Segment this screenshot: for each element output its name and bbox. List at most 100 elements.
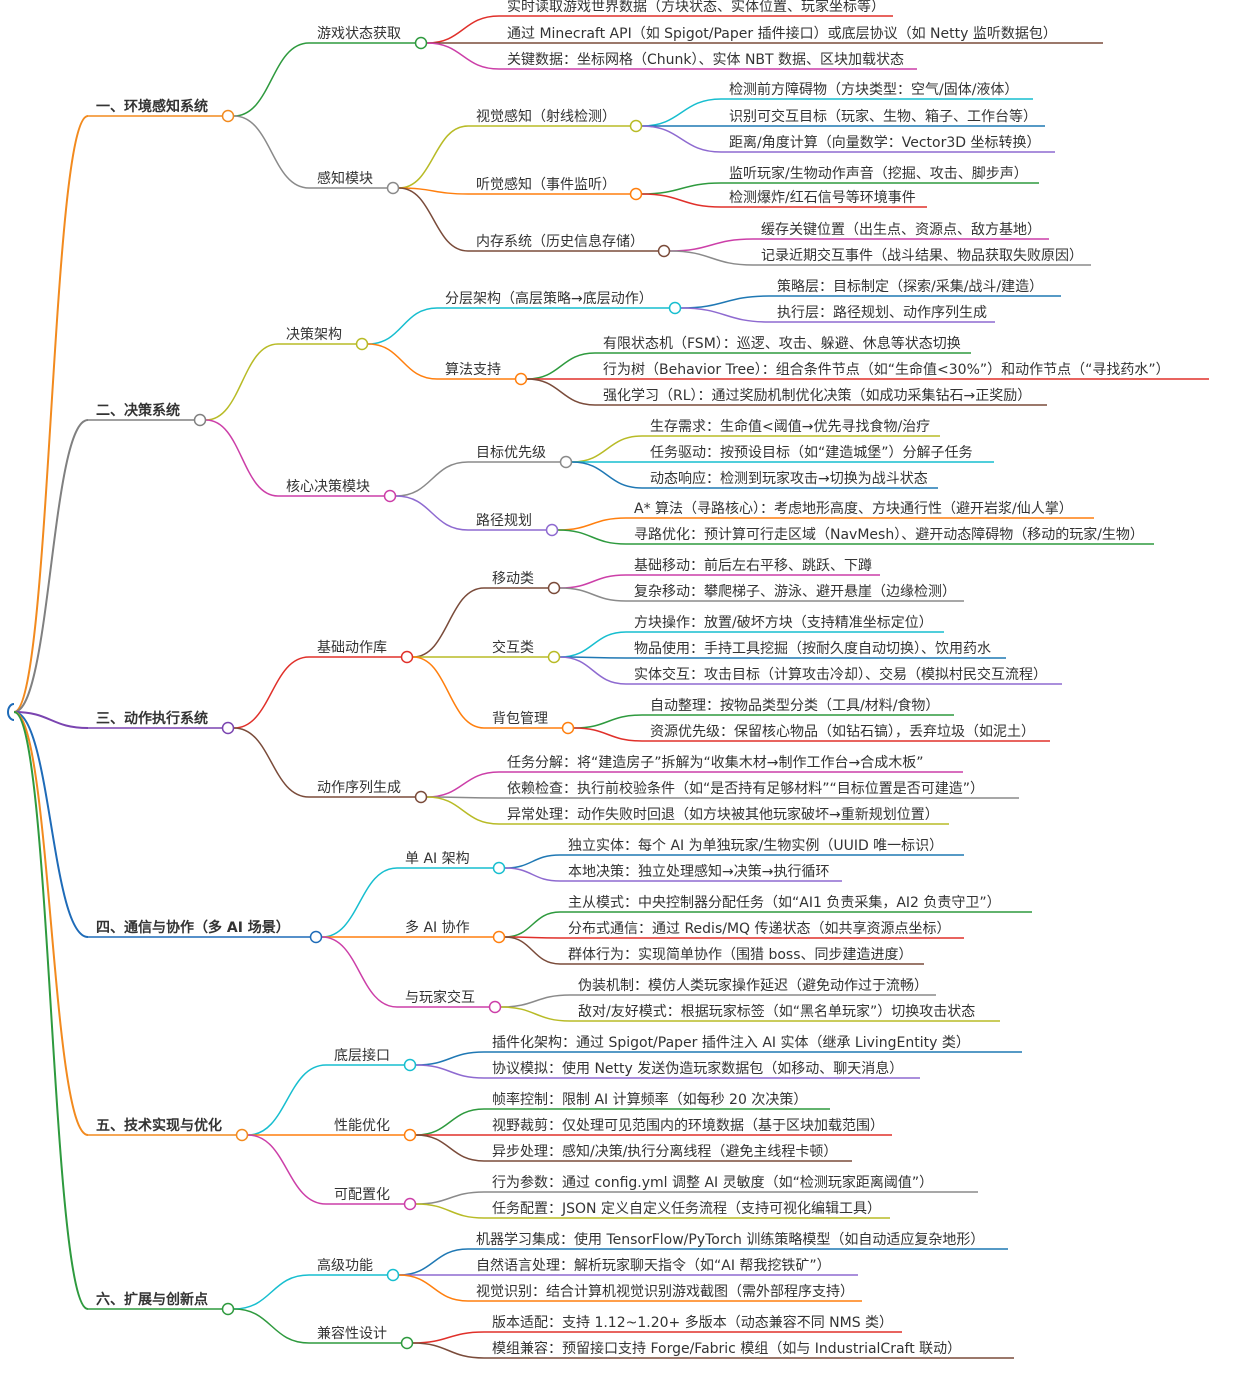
edge-l3-4-1-2: [415, 1134, 485, 1162]
edge-l4-2-0-1-2: [559, 656, 627, 685]
branch-1-title-toggle[interactable]: [221, 109, 235, 123]
edge-l4-1-0-0-1: [680, 307, 770, 323]
edge-l3-2-1-2: [426, 796, 500, 825]
edge-l2-4-0: [247, 1064, 327, 1136]
leaf-2-1-2: 异常处理：动作失败时回退（如方块被其他玩家破坏→重新规划位置）: [507, 806, 939, 823]
edge-l3-2-0-2: [412, 656, 485, 729]
leaf-0-1-0-0: 检测前方障碍物（方块类型：空气/固体/液体）: [729, 81, 1018, 98]
edge-l3-4-0-1: [415, 1064, 485, 1079]
node-0-1-toggle[interactable]: [386, 181, 400, 195]
leaf-2-0-2-1: 资源优先级：保留核心物品（如钻石镐），丢弃垃圾（如泥土）: [650, 724, 1035, 740]
node-4-0-toggle[interactable]: [403, 1058, 417, 1072]
node-2-0-2-toggle[interactable]: [561, 721, 575, 735]
branch-3-title-toggle[interactable]: [221, 721, 235, 735]
node-3-2: 与玩家交互: [405, 989, 475, 1006]
edge-l1-3: [13, 711, 89, 938]
node-1-0-toggle[interactable]: [355, 337, 369, 351]
edge-l3-4-2-0: [415, 1191, 485, 1205]
node-0-1-2-toggle[interactable]: [657, 244, 671, 258]
mind-map-nodes: 一、环境感知系统游戏状态获取实时读取游戏世界数据（方块状态、实体位置、玩家坐标等…: [7, 0, 1170, 1357]
edge-l3-0-0-0: [426, 15, 500, 44]
leaf-1-1-1-0: A* 算法（寻路核心）：考虑地形高度、方块通行性（避开岩浆/仙人掌）: [634, 500, 1073, 517]
edge-l2-3-2: [321, 936, 398, 1008]
node-5-1: 兼容性设计: [317, 1325, 387, 1342]
leaf-0-1-0-2: 距离/角度计算（向量数学：Vector3D 坐标转换）: [729, 134, 1040, 151]
node-2-1: 动作序列生成: [317, 780, 401, 796]
leaf-3-2-0: 伪装机制：模仿人类玩家操作延迟（避免动作过于流畅）: [578, 977, 928, 994]
edge-l3-5-0-0: [398, 1248, 469, 1276]
node-2-0: 基础动作库: [317, 639, 387, 656]
node-3-0-toggle[interactable]: [492, 861, 506, 875]
node-3-0: 单 AI 架构: [405, 851, 470, 867]
edge-l2-0-1: [233, 115, 310, 189]
edge-l1-0: [13, 115, 89, 713]
node-4-1-toggle[interactable]: [403, 1128, 417, 1142]
node-3-1-toggle[interactable]: [492, 930, 506, 944]
node-2-0-1-toggle[interactable]: [547, 650, 561, 664]
leaf-4-0-0: 插件化架构：通过 Spigot/Paper 插件注入 AI 实体（继承 Livi…: [492, 1035, 970, 1051]
edge-l4-1-1-0-0: [571, 435, 643, 463]
edge-l3-3-1-0: [504, 911, 561, 938]
edge-l2-2-0: [233, 656, 310, 729]
leaf-3-1-0: 主从模式：中央控制器分配任务（如“AI1 负责采集，AI2 负责守卫”）: [568, 894, 1001, 911]
branch-3-title: 三、动作执行系统: [96, 710, 208, 727]
edge-l4-0-1-1-1: [641, 193, 722, 208]
node-1-1-toggle[interactable]: [383, 489, 397, 503]
edge-l3-3-0-1: [504, 867, 561, 882]
leaf-0-1-2-1: 记录近期交互事件（战斗结果、物品获取失败原因）: [761, 247, 1083, 264]
node-0-0-toggle[interactable]: [414, 36, 428, 50]
leaf-2-0-2-0: 自动整理：按物品类型分类（工具/材料/食物）: [650, 697, 939, 714]
leaf-5-1-1: 模组兼容：预留接口支持 Forge/Fabric 模组（如与 Industria…: [492, 1340, 961, 1357]
branch-6-title: 六、扩展与创新点: [96, 1291, 208, 1308]
leaf-5-0-1: 自然语言处理：解析玩家聊天指令（如“AI 帮我挖铁矿”）: [476, 1257, 831, 1274]
branch-4-title-toggle[interactable]: [309, 930, 323, 944]
node-1-1-0-toggle[interactable]: [559, 455, 573, 469]
node-0-1-1-toggle[interactable]: [629, 187, 643, 201]
root-node[interactable]: [7, 703, 15, 721]
node-0-1: 感知模块: [317, 170, 373, 187]
node-2-1-toggle[interactable]: [414, 790, 428, 804]
leaf-3-0-0: 独立实体：每个 AI 为单独玩家/生物实例（UUID 唯一标识）: [568, 837, 943, 854]
node-0-1-0-toggle[interactable]: [629, 119, 643, 133]
leaf-1-0-1-2: 强化学习（RL）：通过奖励机制优化决策（如成功采集钻石→正奖励）: [603, 387, 1031, 404]
edge-l3-5-1-1: [412, 1342, 485, 1359]
edge-l4-2-0-2-1: [573, 727, 643, 742]
node-1-1: 核心决策模块: [286, 478, 370, 495]
edge-l3-3-0-0: [504, 854, 561, 869]
node-1-0-0-toggle[interactable]: [668, 301, 682, 315]
leaf-4-2-1: 任务配置：JSON 定义自定义任务流程（支持可视化编辑工具）: [492, 1201, 881, 1217]
branch-5-title-toggle[interactable]: [235, 1128, 249, 1142]
leaf-2-1-0: 任务分解：将“建造房子”拆解为“收集木材→制作工作台→合成木板”: [507, 754, 923, 771]
leaf-3-1-1: 分布式通信：通过 Redis/MQ 传递状态（如共享资源点坐标）: [568, 920, 951, 937]
edge-l4-1-1-1-0: [557, 517, 627, 531]
node-3-2-toggle[interactable]: [488, 1000, 502, 1014]
edge-l3-3-2-0: [500, 994, 571, 1008]
leaf-1-1-1-1: 寻路优化：预计算可行走区域（NavMesh）、避开动态障碍物（移动的玩家/生物）: [634, 526, 1144, 543]
node-2-0-0-toggle[interactable]: [547, 581, 561, 595]
leaf-1-1-0-0: 生存需求：生命值<阈值→优先寻找食物/治疗: [650, 418, 930, 435]
edge-l1-4: [13, 711, 89, 1136]
edge-l3-1-1-0: [395, 461, 469, 497]
leaf-0-0-1: 通过 Minecraft API（如 Spigot/Paper 插件接口）或底层…: [507, 25, 1057, 42]
node-5-0: 高级功能: [317, 1257, 373, 1274]
node-4-2-toggle[interactable]: [403, 1197, 417, 1211]
node-5-1-toggle[interactable]: [400, 1336, 414, 1350]
node-1-0-1-toggle[interactable]: [514, 372, 528, 386]
leaf-3-0-1: 本地决策：独立处理感知→决策→执行循环: [568, 863, 829, 880]
edge-l2-0-0: [233, 42, 310, 117]
branch-6-title-toggle[interactable]: [221, 1302, 235, 1316]
edge-l2-1-0: [205, 343, 279, 421]
leaf-0-0-0: 实时读取游戏世界数据（方块状态、实体位置、玩家坐标等）: [507, 0, 885, 15]
edge-l4-1-1-1-1: [557, 529, 627, 545]
node-5-0-toggle[interactable]: [386, 1268, 400, 1282]
node-4-0: 底层接口: [334, 1047, 390, 1064]
edge-l4-0-1-0-2: [641, 125, 722, 153]
branch-2-title-toggle[interactable]: [193, 413, 207, 427]
edge-l1-2: [13, 711, 89, 729]
node-1-1-1-toggle[interactable]: [545, 523, 559, 537]
edge-l3-5-0-2: [398, 1274, 469, 1302]
edge-l4-0-1-1-0: [641, 182, 722, 195]
branch-4-title: 四、通信与协作（多 AI 场景）: [96, 919, 290, 936]
node-2-0-toggle[interactable]: [400, 650, 414, 664]
